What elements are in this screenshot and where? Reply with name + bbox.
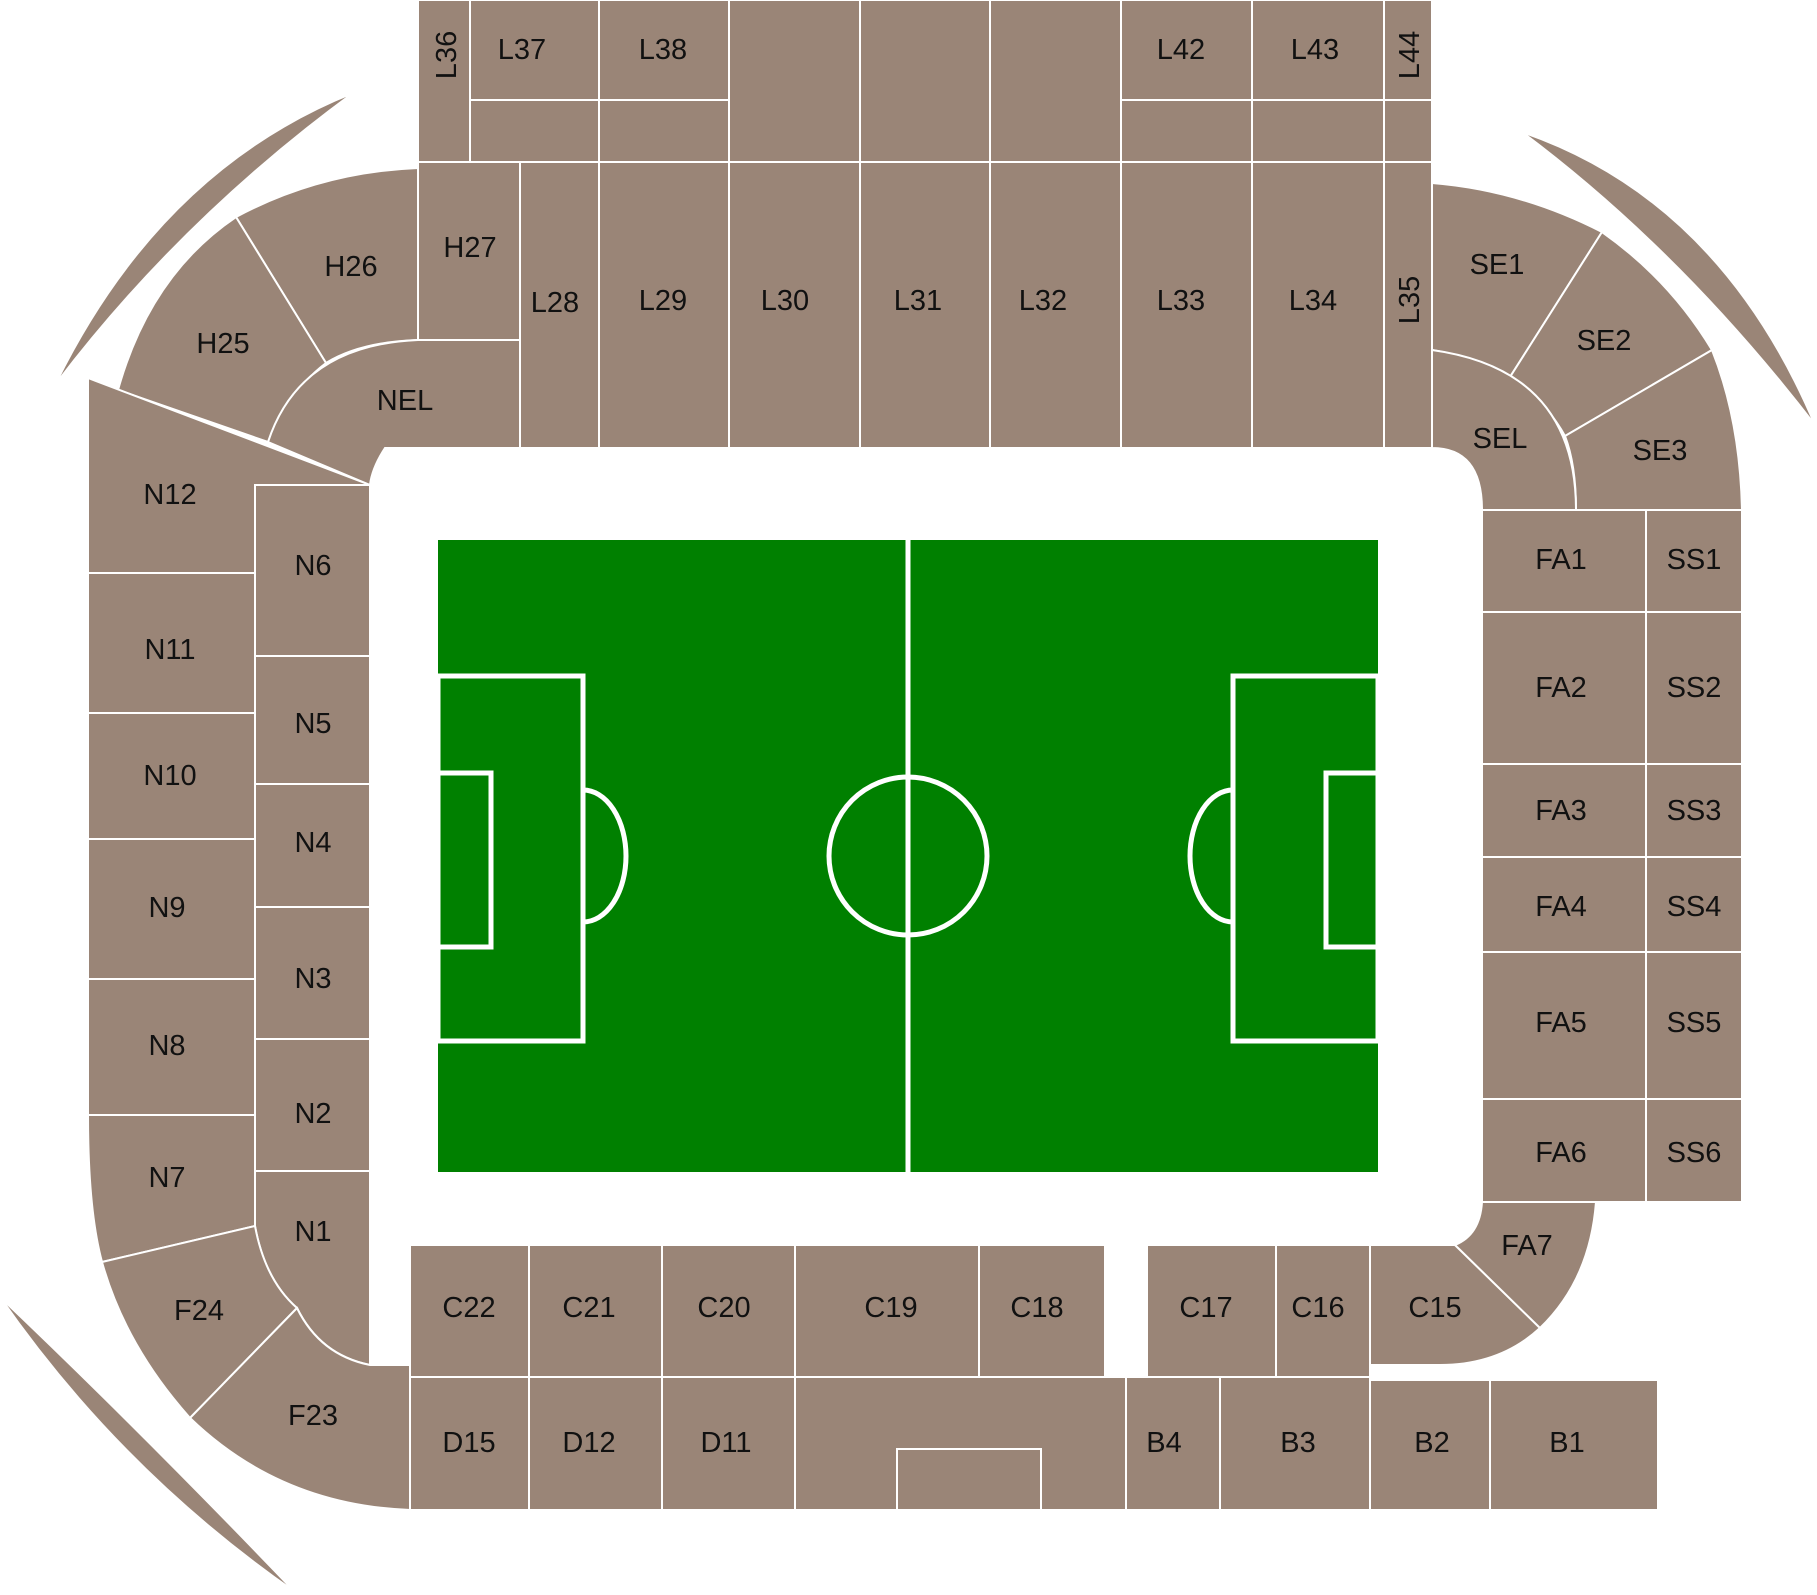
right-penalty-arc <box>1187 787 1234 925</box>
section-N3[interactable] <box>254 906 371 1040</box>
center-circle <box>826 774 990 938</box>
right-goal-box <box>1323 770 1381 950</box>
section-L43-lower[interactable] <box>1251 99 1385 163</box>
west-stand <box>86 484 411 1512</box>
section-L42-lower[interactable] <box>1120 99 1253 163</box>
section-L29[interactable] <box>598 161 730 449</box>
section-C19[interactable] <box>794 1244 980 1378</box>
section-C22[interactable] <box>409 1244 530 1378</box>
section-L34[interactable] <box>1251 161 1385 449</box>
section-FA1[interactable] <box>1481 509 1647 613</box>
section-N8[interactable] <box>87 978 256 1116</box>
section-SS2[interactable] <box>1645 611 1743 765</box>
corner-arc-sw <box>0 1296 296 1593</box>
section-L41[interactable] <box>989 0 1122 163</box>
section-C17[interactable] <box>1146 1244 1277 1378</box>
section-L30[interactable] <box>728 161 861 449</box>
section-B4[interactable] <box>1125 1376 1221 1511</box>
section-F23[interactable] <box>188 1306 411 1512</box>
section-L37-lower[interactable] <box>469 99 600 163</box>
corner-arc-ne <box>1521 131 1816 426</box>
section-L28[interactable] <box>519 161 600 449</box>
section-L38-lower[interactable] <box>598 99 730 163</box>
section-C20[interactable] <box>661 1244 796 1378</box>
section-C16[interactable] <box>1275 1244 1371 1378</box>
corner-ne <box>1431 181 1744 511</box>
section-SS1[interactable] <box>1645 509 1743 613</box>
section-L39[interactable] <box>728 0 861 163</box>
section-N11[interactable] <box>87 572 256 714</box>
section-SS3[interactable] <box>1645 763 1743 858</box>
section-L40[interactable] <box>859 0 991 163</box>
section-NEL[interactable] <box>266 339 521 487</box>
corner-nw <box>87 161 521 574</box>
section-B2[interactable] <box>1369 1379 1491 1511</box>
section-N9[interactable] <box>87 838 256 980</box>
left-goal-box <box>435 770 494 950</box>
section-N10[interactable] <box>87 712 256 840</box>
section-FA2[interactable] <box>1481 611 1647 765</box>
section-L36[interactable] <box>417 0 471 163</box>
section-D15[interactable] <box>409 1376 530 1511</box>
lower-tier-top <box>519 161 1433 449</box>
section-N6[interactable] <box>254 484 371 657</box>
section-N2[interactable] <box>254 1038 371 1172</box>
section-SS6[interactable] <box>1645 1098 1743 1203</box>
section-L37[interactable] <box>469 0 600 101</box>
section-B1[interactable] <box>1489 1379 1659 1511</box>
section-H27[interactable] <box>417 161 521 341</box>
section-L32[interactable] <box>989 161 1122 449</box>
south-stand <box>409 1201 1659 1511</box>
section-FA6[interactable] <box>1481 1098 1647 1203</box>
section-SS5[interactable] <box>1645 951 1743 1100</box>
section-L44[interactable] <box>1383 0 1433 101</box>
tunnel-box <box>896 1448 1042 1511</box>
left-penalty-arc <box>582 787 629 925</box>
pitch <box>435 540 1381 1172</box>
section-N4[interactable] <box>254 783 371 908</box>
section-FA7[interactable] <box>1453 1201 1598 1330</box>
section-L42[interactable] <box>1120 0 1253 101</box>
corner-arc-nw <box>54 92 354 386</box>
section-N5[interactable] <box>254 655 371 785</box>
east-stand <box>1481 509 1743 1203</box>
section-L33[interactable] <box>1120 161 1253 449</box>
section-L31[interactable] <box>859 161 991 449</box>
section-C18[interactable] <box>978 1244 1106 1378</box>
section-FA3[interactable] <box>1481 763 1647 858</box>
section-B3[interactable] <box>1219 1376 1371 1511</box>
section-L38[interactable] <box>598 0 730 101</box>
section-FA4[interactable] <box>1481 856 1647 953</box>
upper-tier-top <box>417 0 1433 163</box>
section-L35[interactable] <box>1383 161 1433 449</box>
section-FA5[interactable] <box>1481 951 1647 1100</box>
section-L44-lower[interactable] <box>1383 99 1433 163</box>
section-H26[interactable] <box>234 166 419 365</box>
section-D12[interactable] <box>528 1376 663 1511</box>
section-C21[interactable] <box>528 1244 663 1378</box>
section-SS4[interactable] <box>1645 856 1743 953</box>
section-SEL[interactable] <box>1431 348 1578 511</box>
section-L43[interactable] <box>1251 0 1385 101</box>
section-D11[interactable] <box>661 1376 796 1511</box>
